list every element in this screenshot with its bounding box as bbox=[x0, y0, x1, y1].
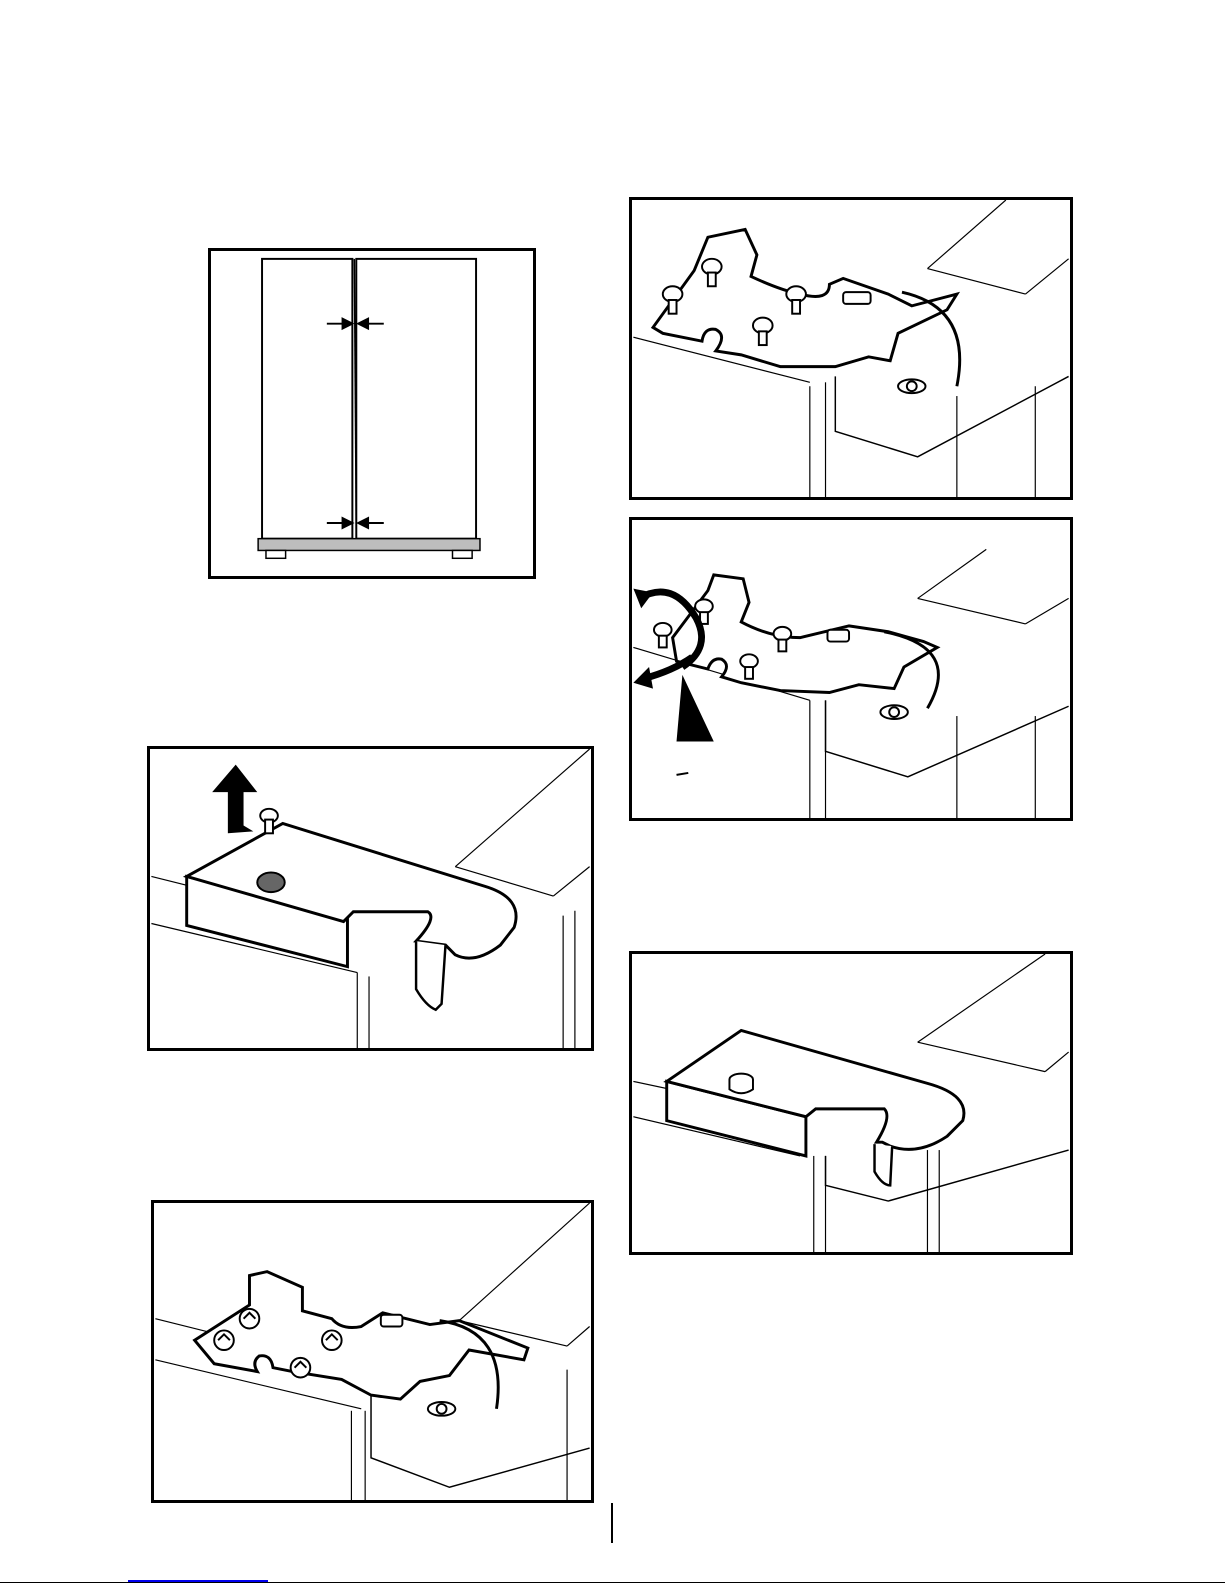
page-divider-mark bbox=[611, 1503, 613, 1543]
door-top-edge bbox=[835, 376, 1068, 456]
hinge-pin-block bbox=[843, 292, 870, 304]
cover-cap-screw-icon bbox=[729, 1074, 753, 1094]
cover-hook bbox=[416, 941, 445, 1010]
wing-nut-icon bbox=[898, 379, 925, 393]
left-foot bbox=[266, 550, 286, 558]
door-top-edge bbox=[826, 1150, 1069, 1201]
top-hinge-illustration bbox=[154, 1203, 591, 1500]
wing-nut-icon bbox=[428, 1402, 455, 1416]
figure-hinge-screws-loosened bbox=[629, 197, 1073, 500]
hinge-cover-removal-illustration bbox=[150, 749, 591, 1048]
pointer-wedge-icon bbox=[677, 675, 714, 775]
footer-link-underline[interactable] bbox=[128, 1580, 268, 1582]
hinge-adjust-illustration bbox=[632, 520, 1070, 818]
cover-hook bbox=[875, 1144, 893, 1185]
base-plinth bbox=[258, 539, 480, 551]
lift-up-arrow-icon bbox=[212, 765, 257, 834]
door-top-edge bbox=[371, 1395, 590, 1487]
figure-door-alignment bbox=[208, 248, 536, 579]
footer-rule bbox=[0, 1582, 1225, 1583]
hinge-screw-3-icon bbox=[322, 1330, 342, 1350]
door-top-edge bbox=[826, 700, 1069, 776]
adjust-screw-2-icon bbox=[654, 623, 672, 648]
hinge-pin-block bbox=[827, 630, 849, 642]
figure-hinge-cover-installed bbox=[629, 951, 1073, 1255]
cover-plug-icon bbox=[257, 873, 284, 893]
figure-hinge-screws-exposed bbox=[151, 1200, 594, 1503]
figure-hinge-adjustment bbox=[629, 517, 1073, 821]
loosened-screws-illustration bbox=[632, 200, 1070, 497]
hinge-screw-1-icon bbox=[240, 1309, 260, 1329]
wing-nut-icon bbox=[880, 705, 907, 719]
figure-remove-hinge-cover bbox=[147, 746, 594, 1051]
hinge-pin-block bbox=[381, 1315, 403, 1327]
cover-installed-illustration bbox=[632, 954, 1070, 1252]
left-door bbox=[262, 259, 352, 539]
right-foot bbox=[453, 550, 473, 558]
hinge-screw-4-icon bbox=[291, 1358, 311, 1378]
hinge-screw-2-icon bbox=[214, 1330, 234, 1350]
right-door bbox=[356, 259, 476, 539]
door-gap-illustration bbox=[211, 251, 533, 576]
